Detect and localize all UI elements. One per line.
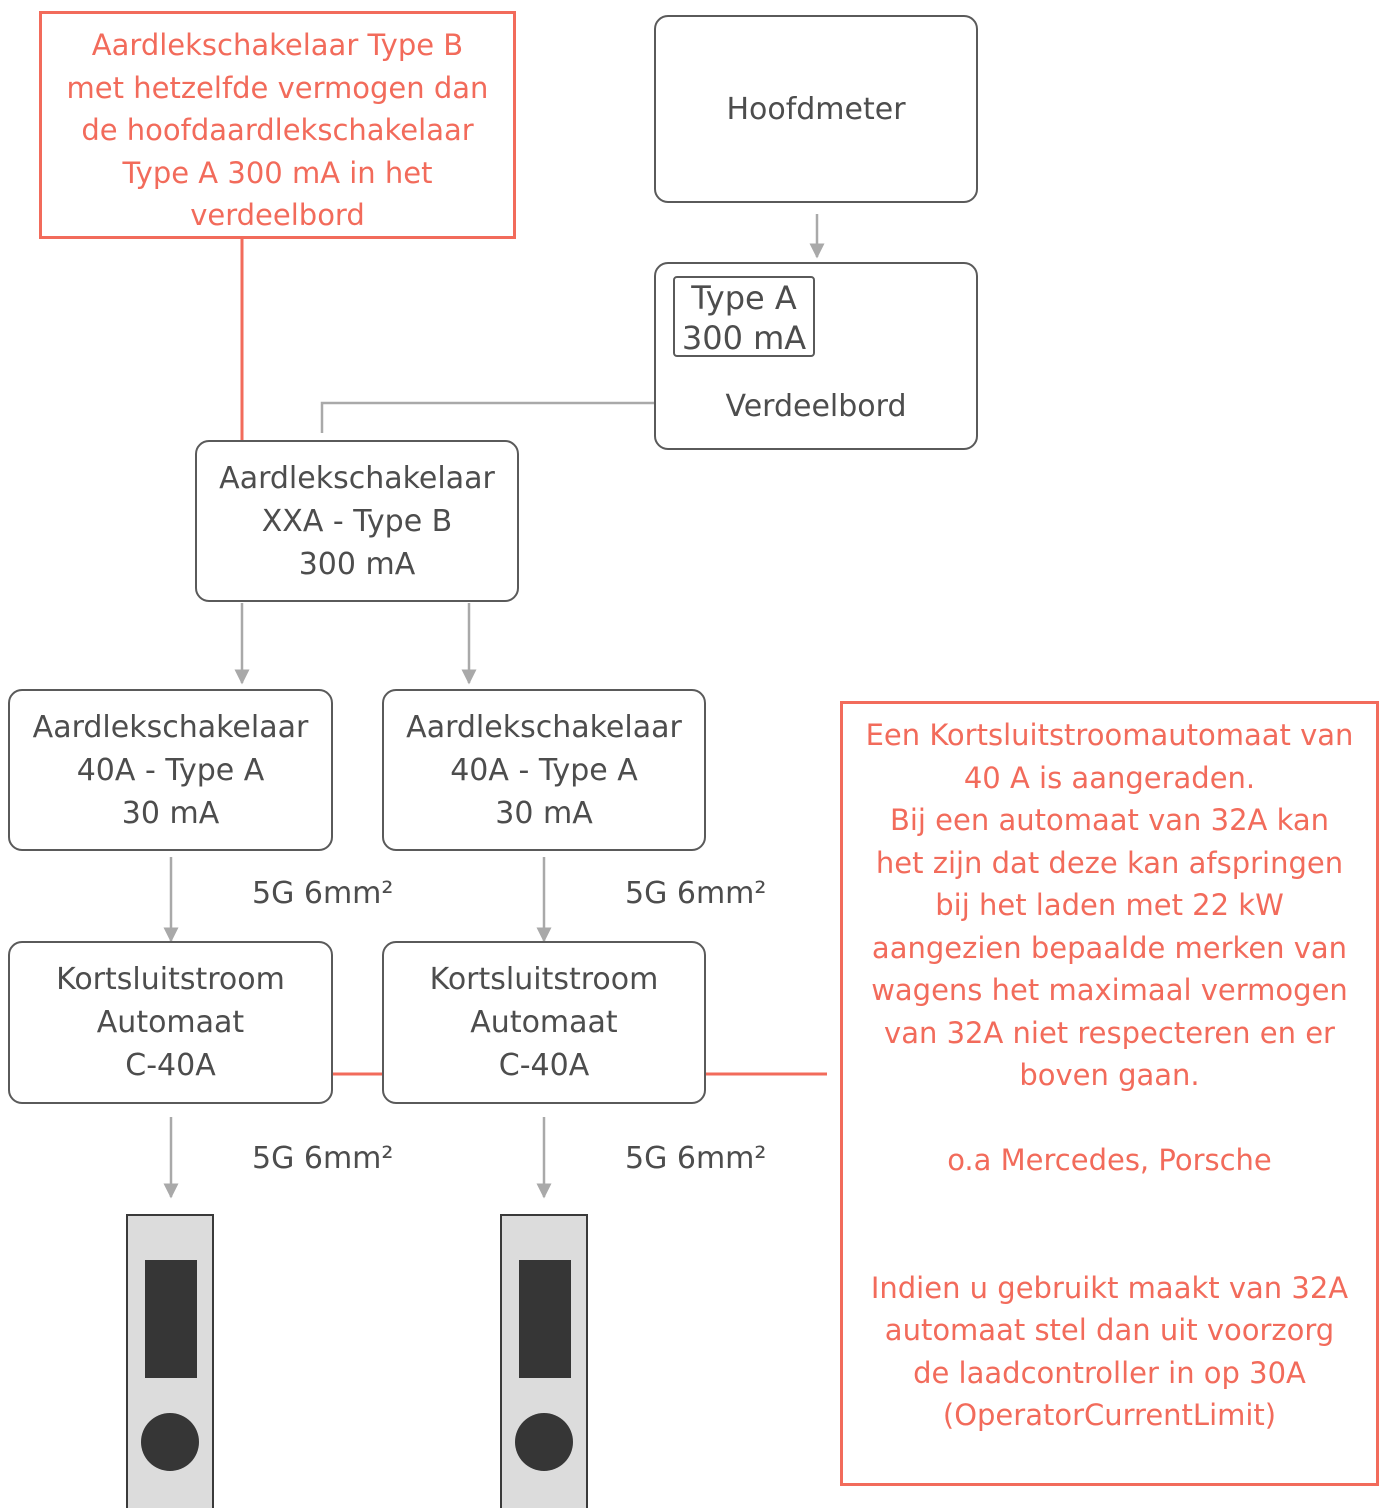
note-line: o.a Mercedes, Porsche bbox=[947, 1143, 1272, 1177]
node-line: XXA - Type B bbox=[261, 503, 453, 539]
node-line: Kortsluitstroom bbox=[429, 962, 659, 997]
note-line: Type A 300 mA in het bbox=[122, 155, 433, 190]
node-line: Aardlekschakelaar bbox=[406, 709, 682, 745]
note-line: wagens het maximaal vermogen bbox=[871, 973, 1348, 1007]
charger-socket-icon bbox=[515, 1413, 573, 1471]
note-line: (OperatorCurrentLimit) bbox=[942, 1398, 1277, 1432]
charger-display-icon bbox=[519, 1260, 571, 1378]
spacer bbox=[843, 1182, 1376, 1225]
verdeelbord-main-rcd: Type A 300 mA bbox=[673, 276, 815, 357]
node-line: 40A - Type A bbox=[76, 752, 265, 788]
note-line: de hoofdaardlekschakelaar bbox=[81, 113, 474, 147]
charging-station-right-icon bbox=[500, 1214, 588, 1508]
line-verdeelbord-to-main-rcd bbox=[320, 362, 699, 433]
node-line: C-40A bbox=[498, 1048, 590, 1083]
note-line: Indien u gebruikt maakt van 32A bbox=[870, 1270, 1349, 1305]
note-line: Een Kortsluitstroomautomaat van bbox=[865, 718, 1354, 752]
node-line: 30 mA bbox=[495, 795, 593, 831]
node-line: Automaat bbox=[470, 1005, 618, 1040]
node-rcd-right: Aardlekschakelaar 40A - Type A 30 mA bbox=[382, 689, 706, 851]
spacer bbox=[843, 1224, 1376, 1267]
node-label: Verdeelbord bbox=[725, 389, 907, 424]
node-mcb-right: Kortsluitstroom Automaat C-40A bbox=[382, 941, 706, 1104]
note-breaker-advice: Een Kortsluitstroomautomaat van 40 A is … bbox=[840, 701, 1379, 1486]
note-line: automaat stel dan uit voorzorg bbox=[884, 1313, 1335, 1347]
node-line: 30 mA bbox=[121, 795, 220, 831]
node-rcd-left: Aardlekschakelaar 40A - Type A 30 mA bbox=[8, 689, 333, 851]
rcd-type-label: Type A bbox=[691, 279, 797, 317]
note-line: van 32A niet respecteren en er bbox=[884, 1015, 1335, 1050]
node-line: Aardlekschakelaar bbox=[32, 709, 309, 745]
node-line: Aardlekschakelaar bbox=[219, 460, 495, 496]
note-line: 40 A is aangeraden. bbox=[963, 760, 1256, 795]
cable-label-upper-left: 5G 6mm² bbox=[252, 876, 394, 911]
node-hoofdmeter: Hoofdmeter bbox=[654, 15, 978, 203]
charger-display-icon bbox=[145, 1260, 197, 1378]
note-line: boven gaan. bbox=[1019, 1058, 1200, 1092]
note-line: bij het laden met 22 kW bbox=[935, 888, 1284, 922]
note-type-b-advice: Aardlekschakelaar Type B met hetzelfde v… bbox=[39, 11, 516, 239]
cable-label-lower-left: 5G 6mm² bbox=[252, 1141, 394, 1176]
node-label: Hoofdmeter bbox=[726, 91, 906, 127]
node-line: Automaat bbox=[96, 1005, 245, 1040]
node-line: Kortsluitstroom bbox=[56, 962, 285, 997]
node-mcb-left: Kortsluitstroom Automaat C-40A bbox=[8, 941, 333, 1104]
note-line: het zijn dat deze kan afspringen bbox=[875, 845, 1344, 880]
note-line: de laadcontroller in op 30A bbox=[913, 1355, 1306, 1390]
rcd-rating-label: 300 mA bbox=[681, 319, 807, 357]
node-line: 40A - Type A bbox=[450, 752, 638, 788]
spacer bbox=[843, 1097, 1376, 1140]
node-main-rcd: Aardlekschakelaar XXA - Type B 300 mA bbox=[195, 440, 519, 602]
note-line: met hetzelfde vermogen dan bbox=[66, 70, 489, 105]
node-line: C-40A bbox=[125, 1048, 216, 1083]
charging-station-left-icon bbox=[126, 1214, 214, 1508]
cable-label-lower-right: 5G 6mm² bbox=[625, 1141, 767, 1176]
node-verdeelbord: Verdeelbord bbox=[654, 262, 978, 450]
note-line: verdeelbord bbox=[190, 198, 365, 232]
node-line: 300 mA bbox=[298, 546, 416, 582]
note-line: Aardlekschakelaar Type B bbox=[91, 28, 464, 62]
note-line: aangezien bepaalde merken van bbox=[871, 930, 1348, 965]
note-line: Bij een automaat van 32A kan bbox=[889, 803, 1330, 837]
cable-label-upper-right: 5G 6mm² bbox=[625, 876, 767, 911]
charger-socket-icon bbox=[141, 1413, 199, 1471]
